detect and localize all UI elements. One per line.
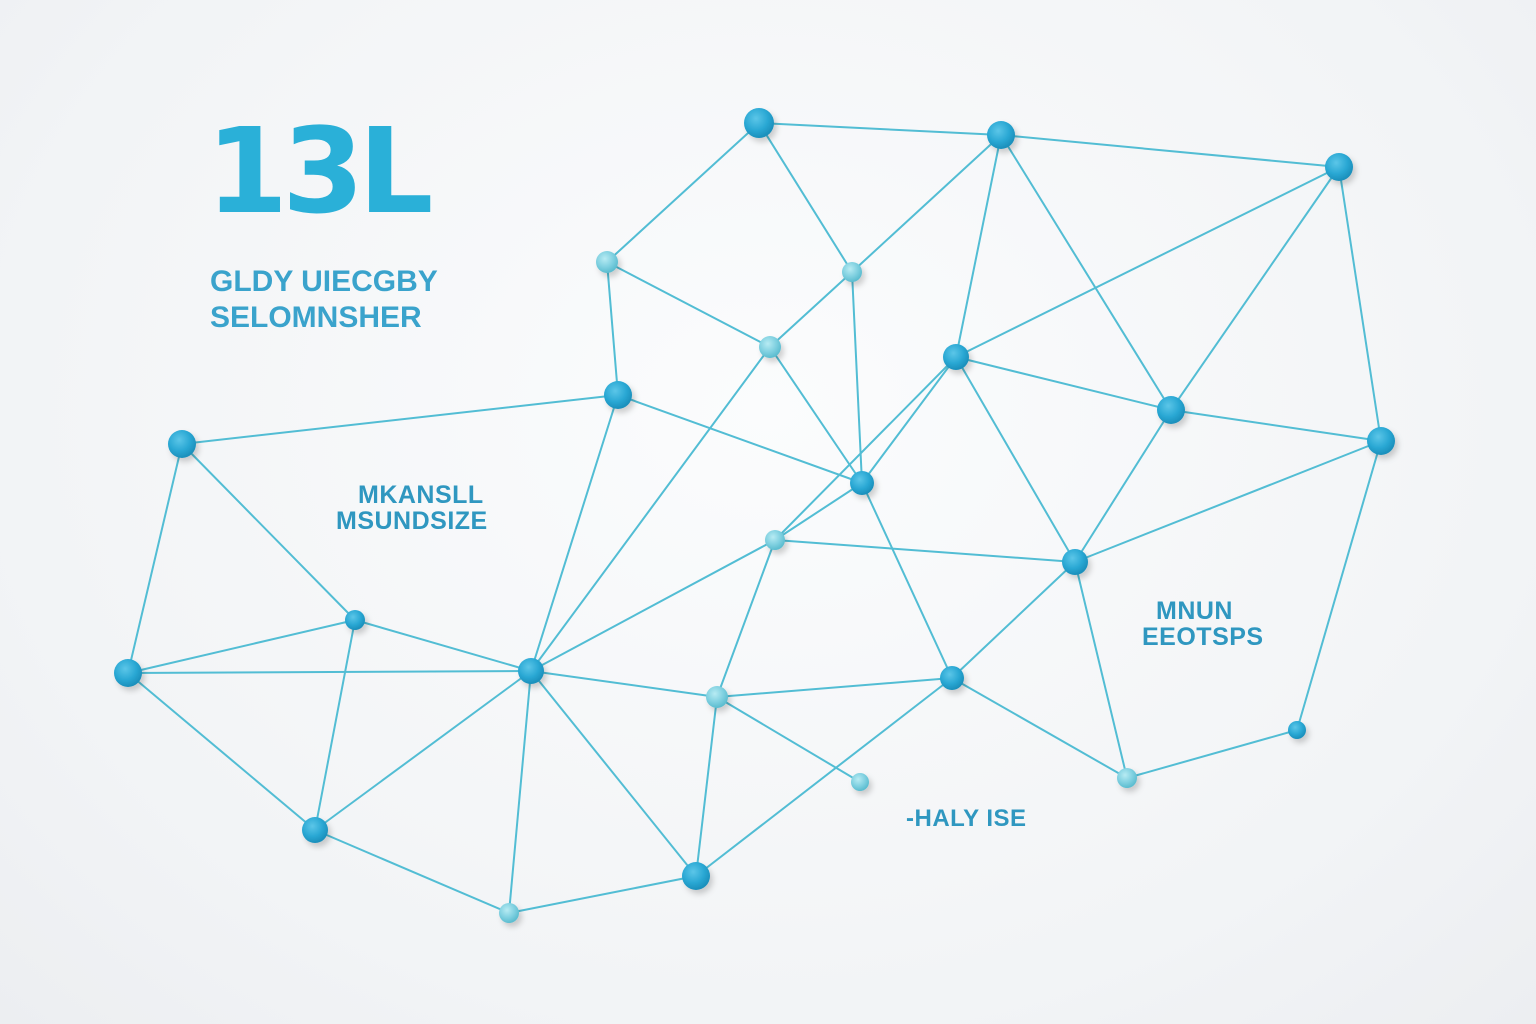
- headline-subtitle: GLDY UIECGBY SELOMNSHER: [210, 264, 438, 336]
- network-edge-Q-R: [530, 670, 718, 698]
- network-node-X: [682, 862, 710, 890]
- network-edge-F-L: [769, 346, 863, 484]
- network-edge-G-I: [955, 356, 1172, 411]
- network-node-O: [345, 610, 365, 630]
- network-node-N: [1062, 549, 1088, 575]
- network-edge-O-P: [127, 619, 356, 674]
- network-node-D: [596, 251, 618, 273]
- network-edge-B-E: [851, 134, 1002, 273]
- network-edge-S-V: [951, 677, 1128, 779]
- network-edge-H-L: [617, 394, 863, 484]
- network-edge-T-V: [1126, 729, 1298, 779]
- network-node-T: [1288, 721, 1306, 739]
- network-edge-X-Y: [508, 875, 697, 914]
- network-nodes: [114, 108, 1395, 923]
- network-edges: [127, 122, 1382, 914]
- network-edge-G-M: [774, 356, 957, 541]
- network-edge-C-G: [955, 166, 1340, 358]
- network-edge-G-N: [955, 356, 1076, 563]
- network-node-M: [765, 530, 785, 550]
- network-edge-J-N: [1074, 440, 1382, 563]
- network-edge-B-C: [1000, 134, 1340, 168]
- network-edge-C-I: [1170, 166, 1340, 411]
- network-edge-O-Q: [354, 619, 532, 672]
- subtitle-line-1: GLDY UIECGBY: [210, 265, 438, 298]
- network-node-U: [851, 773, 869, 791]
- network-edge-W-Y: [314, 829, 510, 914]
- network-edge-P-W: [127, 672, 316, 831]
- network-edge-H-Q: [530, 394, 619, 672]
- network-node-F: [759, 336, 781, 358]
- network-edge-Q-X: [530, 670, 697, 877]
- network-edge-Q-W: [314, 670, 532, 831]
- network-edge-R-S: [716, 677, 953, 698]
- network-edge-L-M: [774, 482, 863, 541]
- network-node-R: [706, 686, 728, 708]
- label-middle-left: MKANSLL MSUNDSIZE: [336, 482, 488, 535]
- network-node-H: [604, 381, 632, 409]
- network-edge-I-J: [1170, 409, 1382, 442]
- network-edge-E-L: [851, 271, 863, 484]
- network-edge-Q-Y: [508, 670, 532, 914]
- network-edge-K-O: [181, 443, 356, 621]
- network-edge-K-P: [127, 443, 183, 674]
- network-edge-R-U: [716, 696, 861, 783]
- network-node-B: [987, 121, 1015, 149]
- network-node-I: [1157, 396, 1185, 424]
- network-node-J: [1367, 427, 1395, 455]
- network-node-C: [1325, 153, 1353, 181]
- network-node-G: [943, 344, 969, 370]
- network-edge-P-Q: [127, 670, 532, 674]
- network-edge-J-T: [1296, 440, 1382, 731]
- network-node-W: [302, 817, 328, 843]
- network-node-L: [850, 471, 874, 495]
- label-right: MNUN EEOTSPS: [1142, 598, 1264, 651]
- middle-left-line-2: MSUNDSIZE: [336, 507, 488, 536]
- network-edge-O-W: [314, 619, 356, 831]
- network-edge-I-N: [1074, 409, 1172, 563]
- network-edge-R-X: [695, 696, 718, 877]
- middle-left-line-1: MKANSLL: [358, 481, 484, 509]
- network-edge-A-D: [606, 122, 760, 263]
- network-edge-M-Q: [530, 539, 776, 672]
- network-edge-A-E: [758, 122, 853, 273]
- network-edge-F-Q: [530, 346, 771, 672]
- network-node-Y: [499, 903, 519, 923]
- network-node-V: [1117, 768, 1137, 788]
- network-edge-D-F: [606, 261, 771, 348]
- right-line-2: EEOTSPS: [1142, 623, 1264, 652]
- subtitle-line-2: SELOMNSHER: [210, 301, 422, 334]
- network-edge-S-X: [695, 677, 953, 877]
- network-edge-E-F: [769, 271, 853, 348]
- network-edge-N-V: [1074, 561, 1128, 779]
- label-bottom: -HALY ISE: [906, 805, 1027, 832]
- network-node-E: [842, 262, 862, 282]
- network-edge-C-J: [1338, 166, 1382, 442]
- network-edge-D-H: [606, 261, 619, 396]
- network-edge-N-S: [951, 561, 1076, 679]
- network-edge-M-N: [774, 539, 1076, 563]
- network-edge-M-R: [716, 539, 776, 698]
- network-edge-H-K: [181, 394, 619, 445]
- network-node-P: [114, 659, 142, 687]
- network-edge-B-I: [1000, 134, 1172, 411]
- network-edge-L-S: [861, 482, 953, 679]
- network-node-S: [940, 666, 964, 690]
- network-node-Q: [518, 658, 544, 684]
- headline-number: 13L: [206, 102, 433, 240]
- network-edge-G-L: [861, 356, 957, 484]
- network-node-K: [168, 430, 196, 458]
- network-edge-A-B: [758, 122, 1002, 136]
- network-edge-B-G: [955, 134, 1002, 358]
- right-line-1: MNUN: [1156, 597, 1233, 625]
- network-node-A: [744, 108, 774, 138]
